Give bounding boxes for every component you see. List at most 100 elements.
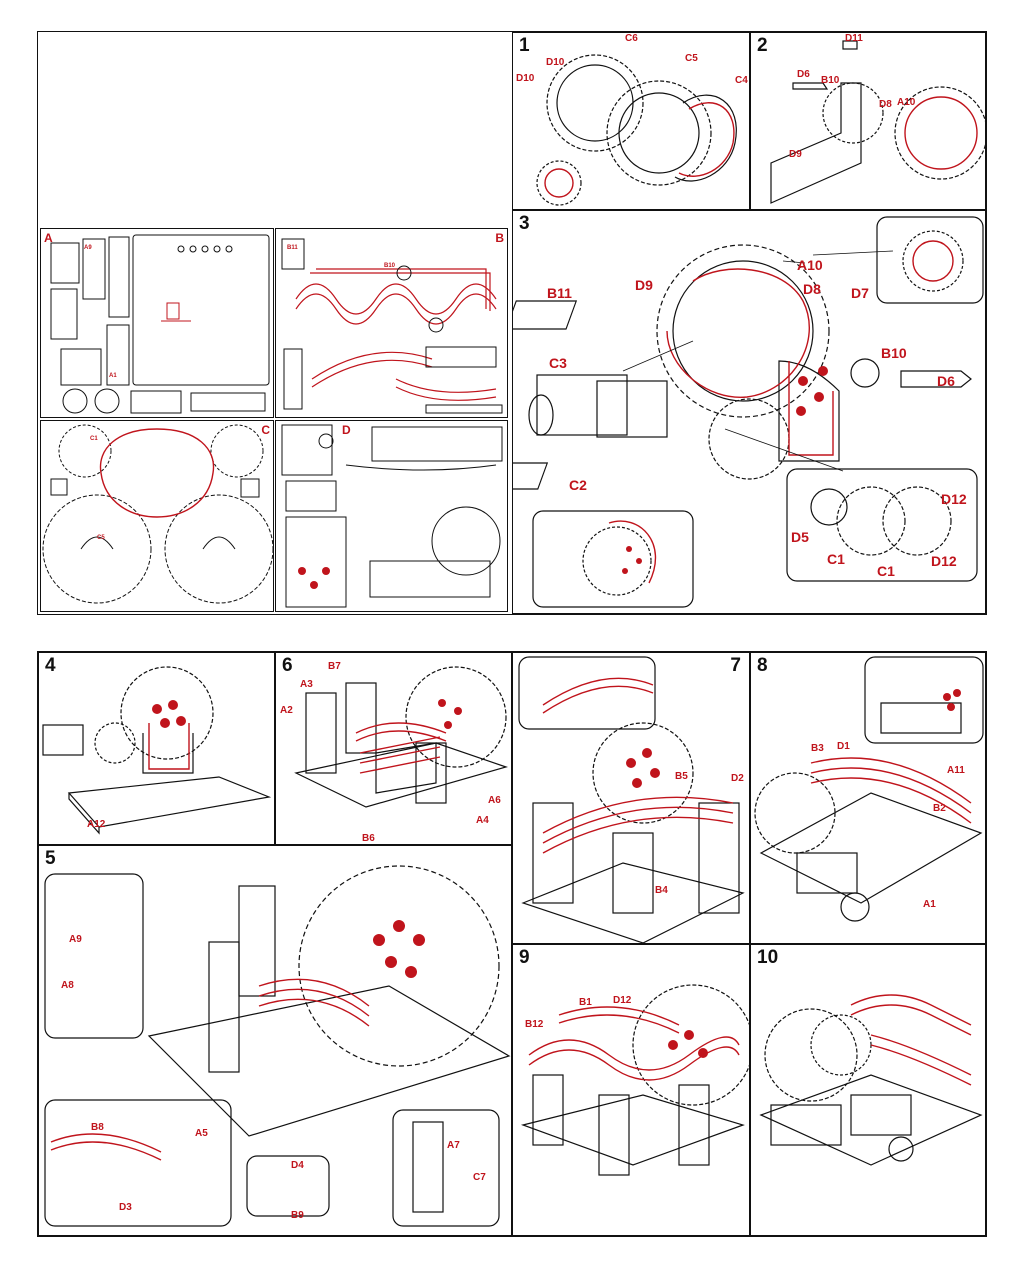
- step-3-label-a10: A10: [797, 257, 823, 273]
- step-5-number: 5: [45, 848, 56, 869]
- step-3-number: 3: [519, 213, 530, 234]
- step-5-label-d4: D4: [291, 1160, 304, 1171]
- step-9-number: 9: [519, 947, 530, 968]
- step-3-label-c3: C3: [549, 355, 567, 371]
- step-3-label-d6: D6: [937, 373, 955, 389]
- sheet-c-label-1: C1: [90, 436, 98, 442]
- step-3-drawing: [513, 216, 984, 608]
- step-3-label-c2: C2: [569, 477, 587, 493]
- step-1-label-c6: C6: [625, 33, 638, 44]
- step-6-label-a6: A6: [488, 795, 501, 806]
- step-7-label-b4: B4: [655, 885, 668, 896]
- step-2-panel: 2 D11 D6 B10 D8 A10 D9: [750, 32, 986, 210]
- step-3-label-d12a: D12: [941, 491, 967, 507]
- step-5-label-a9: A9: [69, 934, 82, 945]
- step-4-number: 4: [45, 655, 56, 676]
- step-3-label-d9: D9: [635, 277, 653, 293]
- step-5-label-c7: C7: [473, 1172, 486, 1183]
- step-8-label-d1: D1: [837, 741, 850, 752]
- step-7-label-d2: D2: [731, 773, 744, 784]
- step-5-drawing: [44, 865, 511, 1227]
- step-7-label-b5: B5: [675, 771, 688, 782]
- sheet-a-label-1: A9: [84, 245, 92, 251]
- step-7-panel: 7 B5 D2 B4: [512, 652, 750, 944]
- step-6-panel: 6 B7 A3 A2 A6 A4 B6: [275, 652, 512, 845]
- sheet-a-label-2: A1: [109, 373, 117, 379]
- step-2-drawing: [770, 40, 985, 204]
- step-4-drawing: [42, 666, 272, 835]
- step-2-label-d9: D9: [789, 149, 802, 160]
- step-2-label-b10: B10: [821, 75, 840, 86]
- parts-sheet-b: B B11 B10: [275, 228, 508, 418]
- step-8-label-b2: B2: [933, 803, 946, 814]
- sheet-c-label-2: C5: [97, 535, 105, 541]
- sheet-letter-b: B: [495, 231, 504, 245]
- step-6-label-b7: B7: [328, 661, 341, 672]
- step-7-drawing: [518, 656, 745, 943]
- step-1-label-d10a: D10: [546, 57, 565, 68]
- sheet-b-label-1: B11: [287, 245, 298, 251]
- step-2-label-d6: D6: [797, 69, 810, 80]
- sheet-letter-d: D: [342, 423, 351, 437]
- step-8-panel: 8 B3 D1 A11 B2 A1: [750, 652, 986, 944]
- step-7-number: 7: [730, 655, 741, 676]
- parts-sheet-d-drawing: [281, 424, 503, 608]
- step-2-label-d11: D11: [845, 33, 863, 44]
- step-6-label-a2: A2: [280, 705, 293, 716]
- step-3-label-b10: B10: [881, 345, 907, 361]
- step-5-label-a8: A8: [61, 980, 74, 991]
- step-9-drawing: [520, 984, 749, 1176]
- step-9-label-d12: D12: [613, 995, 632, 1006]
- parts-sheet-c-drawing: [42, 424, 273, 604]
- step-3-label-c1a: C1: [827, 551, 845, 567]
- parts-sheet-d: D: [275, 420, 508, 612]
- step-3-label-c1b: C1: [877, 563, 895, 579]
- sheet-letter-c: C: [261, 423, 270, 437]
- step-2-label-d8: D8: [879, 99, 892, 110]
- step-9-label-b1: B1: [579, 997, 592, 1008]
- step-3-panel: 3: [512, 210, 986, 614]
- parts-sheet-c: C C1 C5: [40, 420, 274, 612]
- step-5-label-a5: A5: [195, 1128, 208, 1139]
- step-4-panel: 4 A12: [38, 652, 275, 845]
- step-8-label-a1: A1: [923, 899, 936, 910]
- step-2-label-a10: A10: [897, 97, 916, 108]
- step-9-panel: 9 B1 D12 B12: [512, 944, 750, 1236]
- step-1-label-c4: C4: [735, 75, 748, 86]
- parts-sheet-b-drawing: [281, 238, 503, 414]
- step-8-drawing: [754, 656, 984, 922]
- step-3-label-b11: B11: [547, 285, 572, 301]
- step-4-label-a12: A12: [87, 819, 106, 830]
- step-1-label-c5: C5: [685, 53, 698, 64]
- step-2-number: 2: [757, 35, 768, 56]
- step-1-drawing: [536, 54, 737, 206]
- step-6-label-b6: B6: [362, 833, 375, 844]
- step-3-label-d12b: D12: [931, 553, 957, 569]
- step-6-number: 6: [282, 655, 293, 676]
- sheet-b-label-2: B10: [384, 263, 396, 269]
- step-3-label-d7: D7: [851, 285, 869, 301]
- step-8-number: 8: [757, 655, 768, 676]
- step-5-label-b8: B8: [91, 1122, 104, 1133]
- step-6-label-a4: A4: [476, 815, 489, 826]
- step-5-panel: 5 A9 A8 B8 A5 D3 D4 B9 A7 C7: [38, 845, 512, 1236]
- step-10-drawing: [759, 994, 983, 1166]
- step-8-label-b3: B3: [811, 743, 824, 754]
- step-5-label-a7: A7: [447, 1140, 460, 1151]
- parts-sheet-a: A A9 A1: [40, 228, 274, 418]
- parts-sheet-a-drawing: [50, 234, 270, 414]
- step-9-label-b12: B12: [525, 1019, 544, 1030]
- step-1-label-d10b: D10: [516, 73, 535, 84]
- step-8-label-a11: A11: [947, 765, 965, 776]
- step-6-label-a3: A3: [300, 679, 313, 690]
- step-3-label-d5: D5: [791, 529, 809, 545]
- step-10-panel: 10: [750, 944, 986, 1236]
- step-5-label-b9: B9: [291, 1210, 304, 1221]
- step-1-number: 1: [519, 35, 530, 56]
- step-1-panel: 1 C6 D10 D10 C5 C4: [512, 32, 750, 210]
- step-3-label-d8: D8: [803, 281, 821, 297]
- step-6-drawing: [294, 666, 509, 808]
- step-10-number: 10: [757, 947, 779, 968]
- sheet-letter-a: A: [44, 231, 53, 245]
- step-5-label-d3: D3: [119, 1202, 132, 1213]
